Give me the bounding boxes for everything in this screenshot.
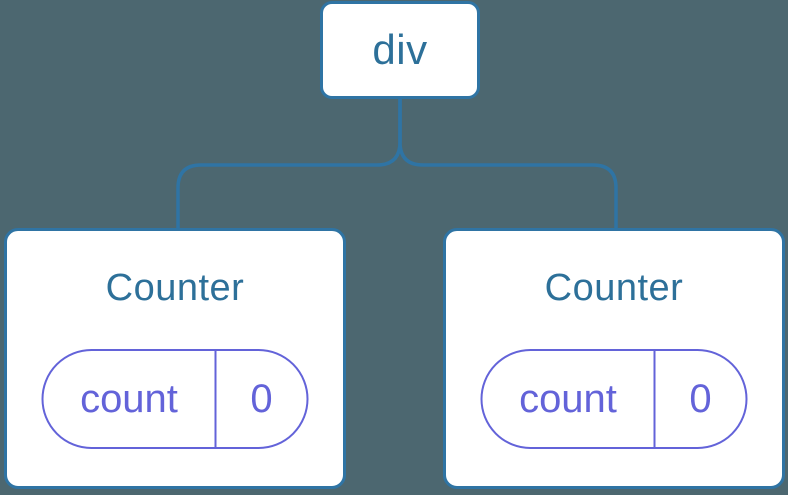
- counter-card-right: Counter count 0: [443, 228, 785, 489]
- root-node: div: [320, 1, 480, 99]
- connector-path-left: [176, 98, 402, 230]
- state-pill: count 0: [41, 349, 309, 449]
- counter-title: Counter: [105, 267, 245, 309]
- state-pill: count 0: [480, 349, 748, 449]
- state-value-cell: 0: [217, 351, 307, 447]
- counter-title: Counter: [544, 267, 684, 309]
- state-key-label: count: [80, 376, 178, 421]
- state-key-cell: count: [483, 351, 656, 447]
- state-value-cell: 0: [656, 351, 746, 447]
- counter-card-left: Counter count 0: [4, 228, 346, 489]
- state-key-label: count: [519, 376, 617, 421]
- state-key-cell: count: [44, 351, 217, 447]
- connector-path-right: [398, 98, 618, 230]
- state-value-label: 0: [250, 376, 273, 421]
- root-node-label: div: [372, 26, 428, 73]
- state-value-label: 0: [689, 376, 712, 421]
